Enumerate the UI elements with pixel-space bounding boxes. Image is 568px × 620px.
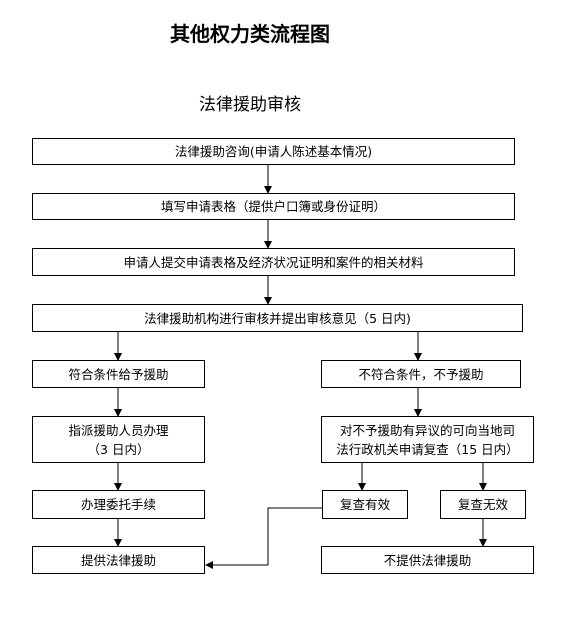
box-legal-aid-consultation: 法律援助咨询(申请人陈述基本情况) (32, 138, 515, 165)
box-not-qualified-no-aid: 不符合条件，不予援助 (321, 360, 521, 388)
box-review-opinion: 法律援助机构进行审核并提出审核意见（5 日内) (32, 304, 523, 332)
assign-line-2: （3 日内） (87, 441, 150, 457)
box-recheck-invalid: 复查无效 (440, 490, 526, 519)
assign-line-1: 指派援助人员办理 (68, 422, 169, 438)
box-submit-materials: 申请人提交申请表格及经济状况证明和案件的相关材料 (32, 248, 515, 276)
appeal-line-2: 法行政机关申请复查（15 日内） (336, 441, 519, 457)
arrow-valid-to-provide (205, 507, 322, 569)
box-qualified-grant-aid: 符合条件给予援助 (32, 360, 205, 388)
box-entrust-procedure: 办理委托手续 (32, 490, 205, 519)
box-fill-application-form: 填写申请表格（提供户口簿或身份证明） (32, 193, 515, 220)
box-assign-aid-staff: 指派援助人员办理 （3 日内） (32, 416, 205, 463)
box-not-provide-legal-aid: 不提供法律援助 (321, 546, 534, 574)
page-subtitle: 法律援助审核 (199, 95, 301, 115)
page-title: 其他权力类流程图 (170, 22, 330, 46)
appeal-line-1: 对不予援助有异议的可向当地司 (339, 422, 515, 438)
box-recheck-valid: 复查有效 (322, 490, 408, 519)
box-provide-legal-aid: 提供法律援助 (32, 546, 205, 574)
box-appeal-review: 对不予援助有异议的可向当地司 法行政机关申请复查（15 日内） (321, 416, 534, 463)
